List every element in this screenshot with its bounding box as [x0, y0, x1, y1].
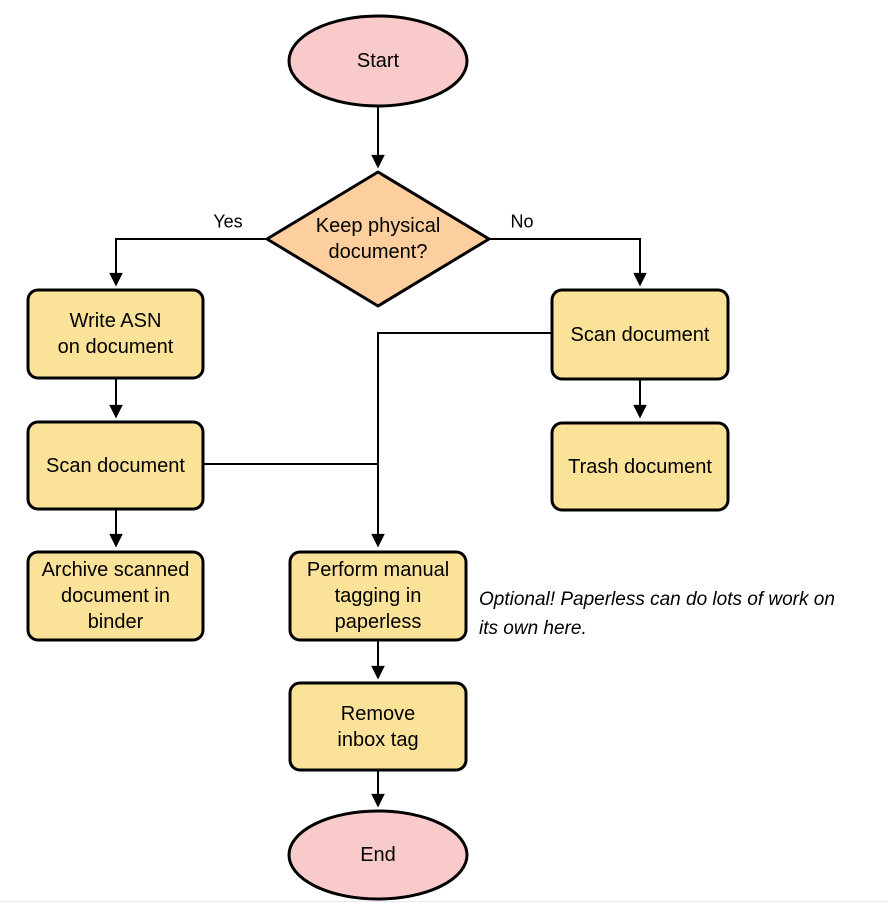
edge-scanright-to-tagging	[378, 332, 552, 545]
end-terminal-shape	[287, 809, 469, 901]
edge-decision-no	[490, 238, 640, 284]
decision-diamond-shape	[265, 170, 491, 308]
edge-decision-yes	[116, 238, 266, 284]
write-asn-shape	[26, 288, 205, 380]
tagging-shape	[288, 550, 468, 642]
archive-shape	[26, 550, 205, 642]
remove-inbox-shape	[288, 681, 468, 772]
scan-left-shape	[26, 420, 205, 511]
trash-shape	[550, 421, 730, 512]
shapes	[26, 14, 730, 901]
start-terminal-shape	[287, 14, 469, 108]
edges	[116, 106, 640, 805]
scan-right-shape	[550, 288, 730, 381]
